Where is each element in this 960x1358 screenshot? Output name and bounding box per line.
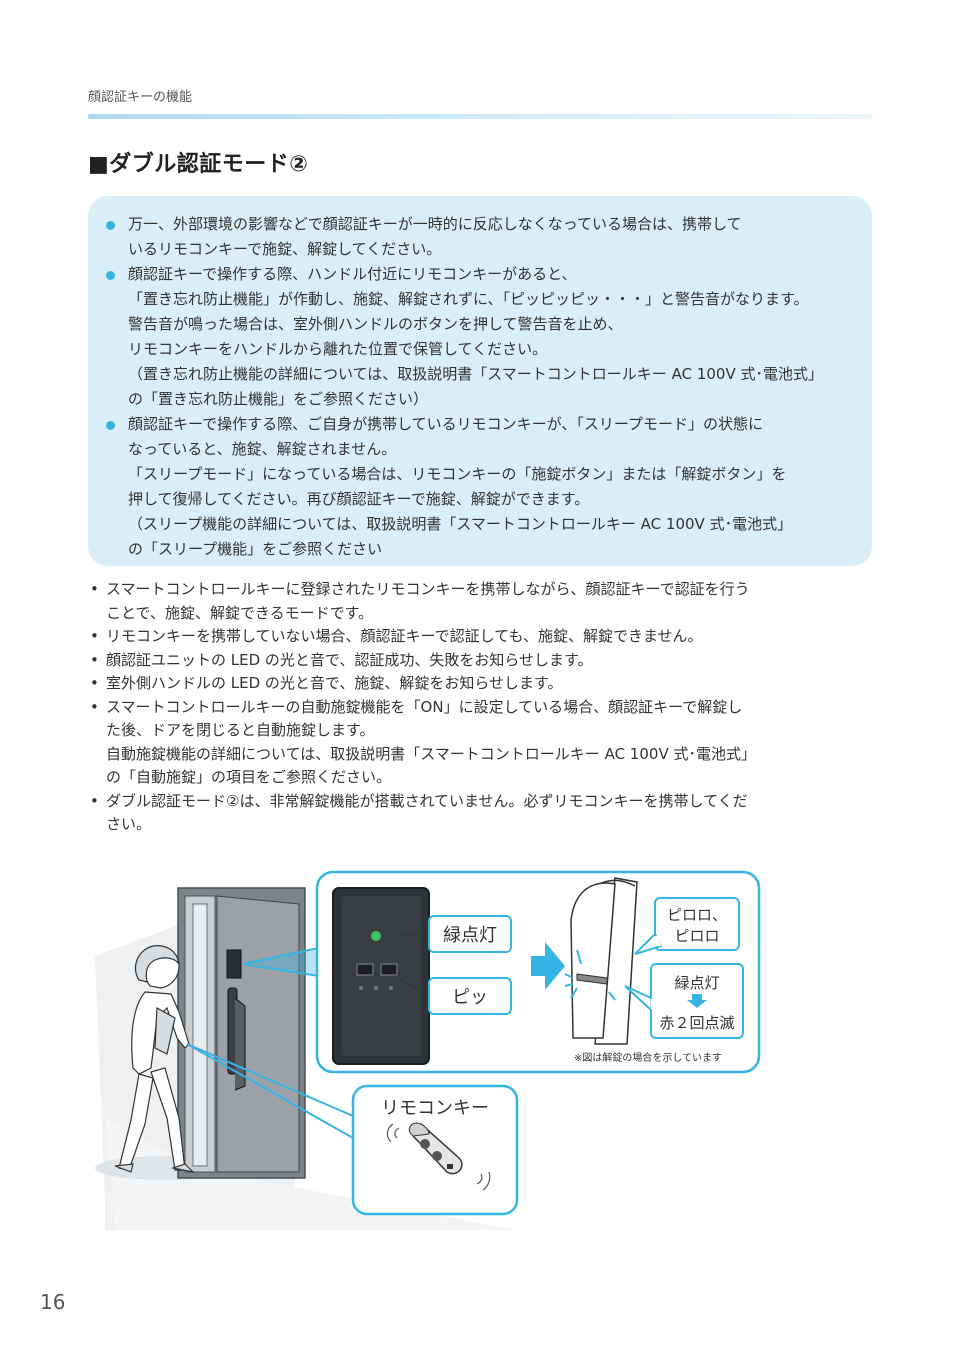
bullet-dot-icon — [106, 421, 115, 430]
remote-key-icon — [386, 1122, 491, 1191]
note-line: の「スリープ機能」をご参照ください — [128, 540, 383, 558]
bullet-dot-icon — [106, 271, 115, 280]
bullet-item: • スマートコントロールキーに登録されたリモコンキーを携帯しながら、顔認証キーで… — [88, 578, 872, 625]
bullet-line: リモコンキーを携帯していない場合、顔認証キーで認証しても、施錠、解錠できません。 — [106, 627, 703, 645]
label-red-blink: 赤２回点滅 — [659, 1014, 734, 1032]
note-line: 警告音が鳴った場合は、室外側ハンドルのボタンを押して警告音を止め、 — [128, 315, 623, 333]
note-line: 「置き忘れ防止機能」が作動し、施錠、解錠されずに、「ピッピッピッ・・・」と警告音… — [128, 290, 809, 308]
bullet-dot-icon — [106, 221, 115, 230]
callout-line-remote — [186, 1043, 354, 1117]
bullet-mark: • — [90, 674, 99, 692]
label-box-beep — [428, 977, 512, 1015]
green-led-icon — [371, 931, 381, 941]
label-green-light-2: 緑点灯 — [674, 974, 719, 992]
note-line: 顔認証キーで操作する際、ハンドル付近にリモコンキーがあると、 — [128, 265, 577, 283]
label-remote: リモコンキー — [381, 1098, 489, 1119]
callout-line-face — [242, 947, 320, 965]
bullet-mark: • — [90, 697, 99, 716]
callout-line-remote — [186, 1043, 354, 1139]
bullet-line: スマートコントロールキーの自動施錠機能を「ON」に設定している場合、顔認証キーで… — [106, 697, 743, 716]
section-title: ■ダブル認証モード② — [88, 152, 309, 177]
face-unit-mini — [226, 949, 242, 979]
bullet-list: • スマートコントロールキーに登録されたリモコンキーを携帯しながら、顔認証キーで… — [88, 578, 872, 837]
note-line: （置き忘れ防止機能の詳細については、取扱説明書「スマートコントロールキー AC … — [128, 365, 823, 383]
bullet-item: • スマートコントロールキーの自動施錠機能を「ON」に設定している場合、顔認証キ… — [88, 696, 872, 790]
note-line: 「スリープモード」になっている場合は、リモコンキーの「施錠ボタン」または「解錠ボ… — [128, 465, 787, 483]
bullet-line: ことで、施錠、解錠できるモードです。 — [106, 603, 374, 622]
bullet-line: 室外側ハンドルの LED の光と音で、施錠、解錠をお知らせします。 — [106, 674, 563, 692]
label-green-light: 緑点灯 — [443, 925, 497, 946]
bullet-mark: • — [90, 791, 99, 810]
callout-wedge-face — [245, 950, 317, 976]
header-rule — [88, 114, 872, 119]
arrow-down-icon — [687, 994, 707, 1008]
bullet-line: 自動施錠機能の詳細については、取扱説明書「スマートコントロールキー AC 100… — [106, 744, 756, 763]
note-line: なっていると、施錠、解錠されません。 — [128, 440, 397, 458]
note-line: の「置き忘れ防止機能」をご参照ください） — [128, 390, 429, 408]
bullet-mark: • — [90, 627, 99, 645]
note-box: 万一、外部環境の影響などで顔認証キーが一時的に反応しなくなっている場合は、携帯し… — [88, 196, 872, 566]
bullet-item: • ダブル認証モード②は、非常解錠機能が搭載されていません。必ずリモコンキーを携… — [88, 790, 872, 837]
floor — [105, 1116, 515, 1230]
face-auth-unit — [332, 887, 430, 1065]
bullet-mark: • — [90, 580, 99, 598]
note-line: いるリモコンキーで施錠、解錠してください。 — [128, 240, 442, 258]
note-line: 顔認証キーで操作する際、ご自身が携帯しているリモコンキーが、「スリープモード」の… — [128, 415, 763, 433]
bullet-line: 顔認証ユニットの LED の光と音で、認証成功、失敗をお知らせします。 — [106, 650, 593, 669]
header-section-label: 顔認証キーの機能 — [88, 90, 193, 105]
arrow-right-icon — [531, 942, 565, 990]
bullet-line: の「自動施錠」の項目をご参照ください。 — [106, 768, 392, 786]
bullet-item: • 室外側ハンドルの LED の光と音で、施錠、解錠をお知らせします。 — [88, 672, 872, 696]
bullet-line: ダブル認証モード②は、非常解錠機能が搭載されていません。必ずリモコンキーを携帯し… — [106, 791, 748, 810]
label-beep: ピッ — [452, 987, 488, 1008]
label-box-sound — [654, 897, 740, 951]
note-item: 顔認証キーで操作する際、ご自身が携帯しているリモコンキーが、「スリープモード」の… — [106, 412, 793, 562]
note-line: （スリープ機能の詳細については、取扱説明書「スマートコントロールキー AC 10… — [128, 515, 793, 533]
label-box-green-light — [428, 915, 512, 953]
callout-line-face — [242, 963, 320, 977]
illustration-svg: 緑点灯 ピッ ピロロ、 ピロロ 緑点灯 赤２回点滅 ※図は解錠の場 — [95, 870, 761, 1230]
note-item: 万一、外部環境の影響などで顔認証キーが一時的に反応しなくなっている場合は、携帯し… — [106, 212, 742, 262]
illustration: 緑点灯 ピッ ピロロ、 ピロロ 緑点灯 赤２回点滅 ※図は解錠の場 — [95, 868, 765, 1230]
bullet-item: • リモコンキーを携帯していない場合、顔認証キーで認証しても、施錠、解錠できませ… — [88, 625, 872, 649]
page-number: 16 — [40, 1290, 66, 1314]
label-sound-1: ピロロ、 — [667, 906, 727, 924]
label-sound-2: ピロロ — [674, 927, 719, 945]
note-line: リモコンキーをハンドルから離れた位置で保管してください。 — [128, 340, 548, 358]
person — [114, 945, 195, 1173]
bullet-line: さい。 — [106, 815, 152, 833]
bullet-mark: • — [90, 650, 99, 669]
outdoor-handle — [564, 877, 638, 1045]
bullet-item: • 顔認証ユニットの LED の光と音で、認証成功、失敗をお知らせします。 — [88, 649, 872, 673]
bullet-line: スマートコントロールキーに登録されたリモコンキーを携帯しながら、顔認証キーで認証… — [106, 580, 750, 598]
note-line: 万一、外部環境の影響などで顔認証キーが一時的に反応しなくなっている場合は、携帯し… — [128, 215, 742, 233]
note-item: 顔認証キーで操作する際、ハンドル付近にリモコンキーがあると、 「置き忘れ防止機能… — [106, 262, 823, 412]
bullet-line: た後、ドアを閉じると自動施錠します。 — [106, 721, 375, 739]
note-line: 押して復帰してください。再び顔認証キーで施錠、解錠ができます。 — [128, 490, 590, 508]
door — [177, 887, 306, 1179]
figure-caption: ※図は解錠の場合を示しています — [574, 1051, 722, 1064]
